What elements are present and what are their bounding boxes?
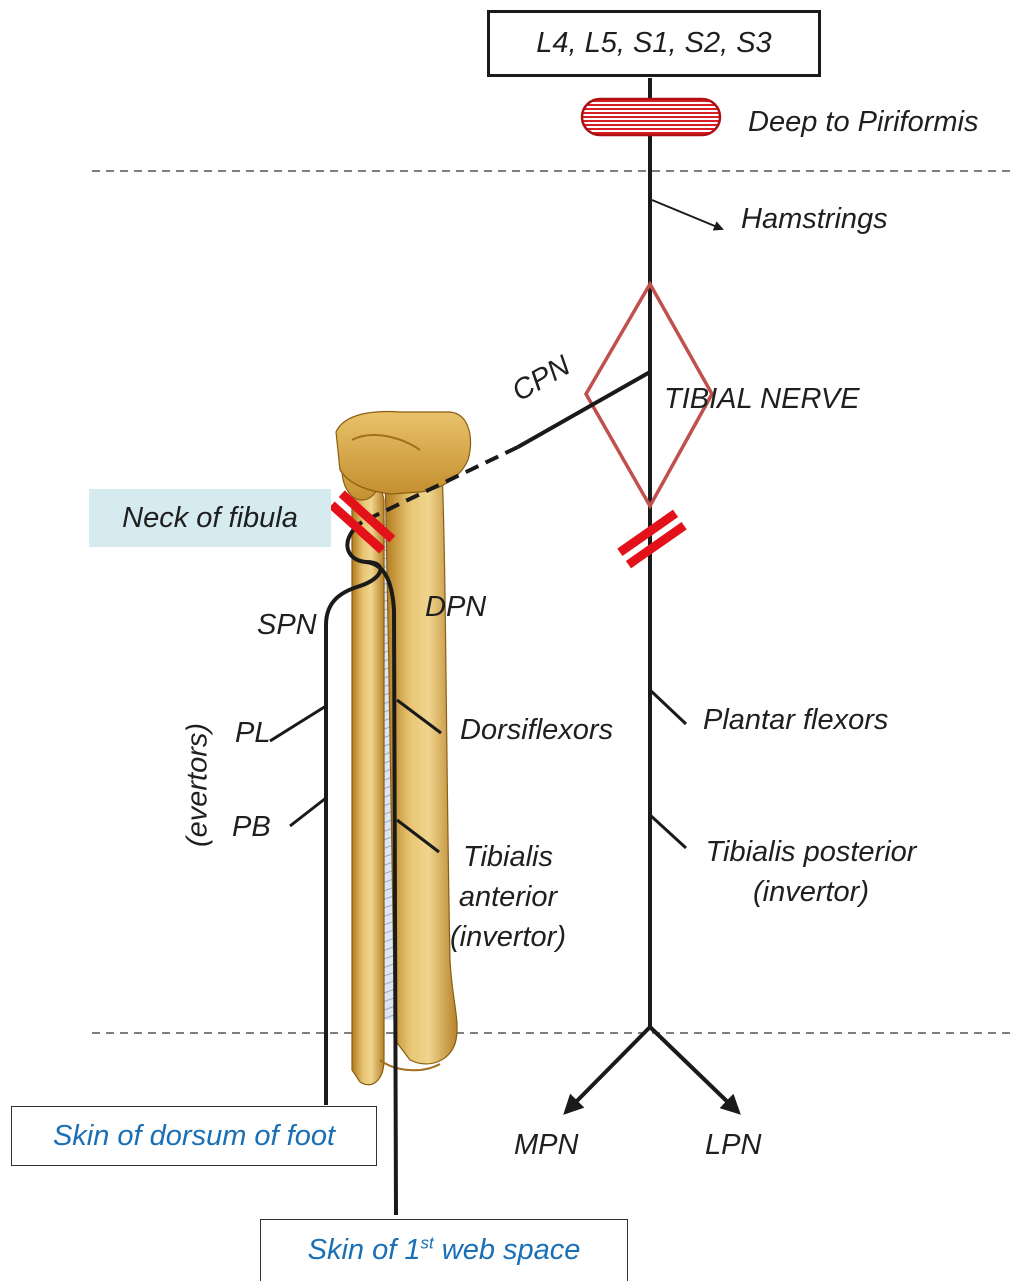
pl-label: PL <box>235 719 270 748</box>
neck-of-fibula-label: Neck of fibula <box>122 504 298 533</box>
plantar-flexors-label: Plantar flexors <box>703 706 888 735</box>
tibialis-posterior-line1: Tibialis posterior <box>688 832 934 872</box>
skin-dorsum-box: Skin of dorsum of foot <box>11 1106 377 1166</box>
web-prefix: Skin of 1 <box>308 1234 421 1266</box>
tibial-nerve-label: TIBIAL NERVE <box>664 385 860 414</box>
tibialis-anterior-label: Tibialis anterior (invertor) <box>436 837 580 957</box>
skin-dorsum-label: Skin of dorsum of foot <box>53 1122 335 1151</box>
dorsiflexors-label: Dorsiflexors <box>460 716 613 745</box>
neck-of-fibula-box: Neck of fibula <box>89 489 331 547</box>
mpn-label: MPN <box>514 1131 578 1160</box>
tibialis-posterior-label: Tibialis posterior (invertor) <box>688 832 934 912</box>
dpn-label: DPN <box>425 593 486 622</box>
lpn-label: LPN <box>705 1131 761 1160</box>
evertors-label: (evertors) <box>184 723 213 847</box>
skin-web-space-box: Skin of 1st web space <box>260 1219 628 1281</box>
tibialis-anterior-line2: anterior <box>436 877 580 917</box>
plantar-flexors-branch <box>650 690 686 724</box>
spn-label: SPN <box>257 611 317 640</box>
pl-branch <box>270 706 326 741</box>
tibialis-posterior-line2: (invertor) <box>688 872 934 912</box>
nerve-roots-box: L4, L5, S1, S2, S3 <box>487 10 821 77</box>
hamstrings-label: Hamstrings <box>741 205 888 234</box>
tibialis-anterior-line3: (invertor) <box>436 917 580 957</box>
nerve-roots-label: L4, L5, S1, S2, S3 <box>536 29 771 58</box>
pb-branch <box>290 798 326 826</box>
lpn-branch <box>650 1027 738 1112</box>
tibialis-posterior-branch <box>650 815 686 848</box>
web-suffix: web space <box>434 1234 581 1266</box>
mpn-branch <box>566 1027 650 1112</box>
web-sup: st <box>420 1233 433 1252</box>
hamstrings-branch <box>652 200 722 229</box>
pb-label: PB <box>232 813 271 842</box>
piriformis-muscle-icon <box>582 99 720 135</box>
piriformis-label: Deep to Piriformis <box>748 108 978 137</box>
skin-web-space-label: Skin of 1st web space <box>308 1236 581 1265</box>
tibialis-anterior-line1: Tibialis <box>436 837 580 877</box>
